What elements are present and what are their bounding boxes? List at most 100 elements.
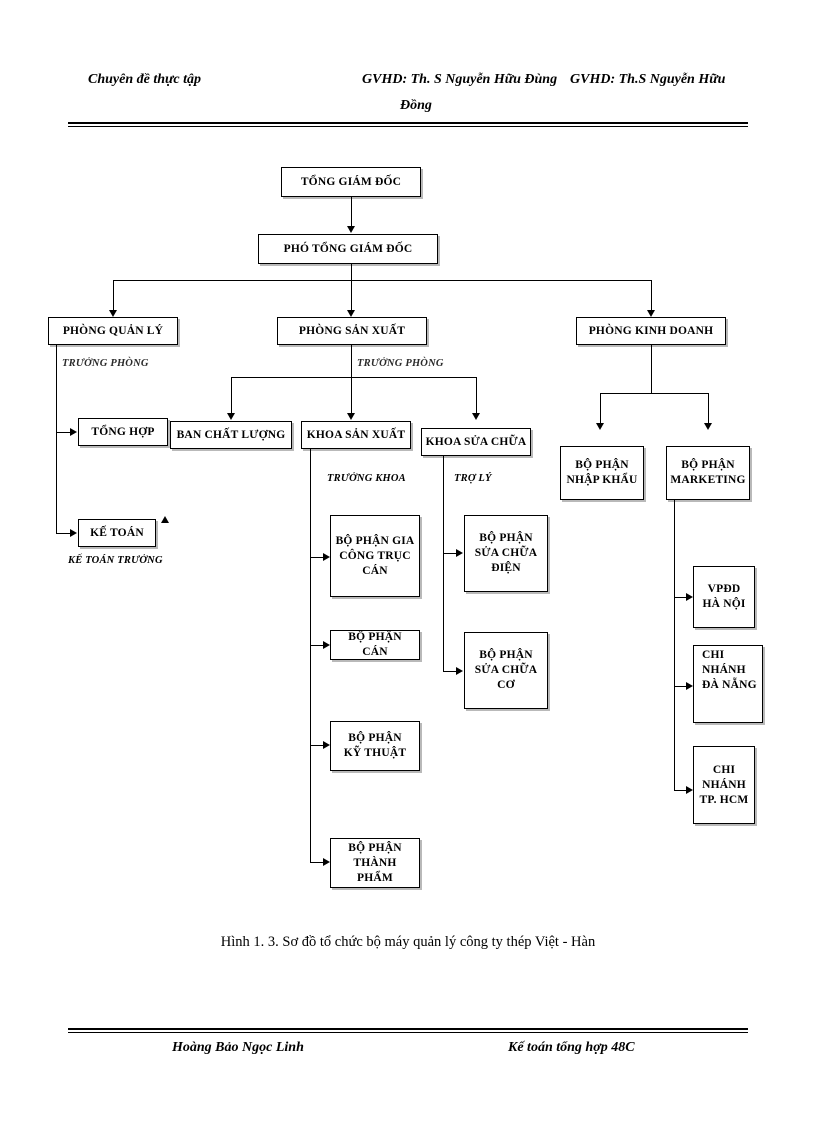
node-bo-phan-sua-chua-co: BỘ PHẬN SỬA CHỮA CƠ	[464, 632, 548, 709]
arrow-right-icon	[70, 529, 77, 537]
connector-to-vpdd-ha-noi	[674, 597, 687, 598]
footer-class-name: Kế toán tổng hợp 48C	[508, 1040, 635, 1055]
connector-khoa-sua-chua-spine	[443, 456, 444, 671]
node-tong-hop: TỔNG HỢP	[78, 418, 168, 446]
node-label: TỔNG HỢP	[91, 425, 155, 438]
node-bo-phan-sua-chua-dien: BỘ PHẬN SỬA CHỮA ĐIỆN	[464, 515, 548, 592]
connector-bus-to-mgmt	[113, 280, 114, 312]
connector-marketing-spine	[674, 500, 675, 790]
node-bo-phan-nhap-khau: BỘ PHẬN NHẬP KHẨU	[560, 446, 644, 500]
node-pho-tong-giam-doc: PHÓ TỔNG GIÁM ĐỐC	[258, 234, 438, 264]
node-label-line1: VPĐD	[707, 583, 741, 595]
arrow-down-icon	[109, 310, 117, 317]
arrow-right-icon	[456, 667, 463, 675]
node-label-line1: CHI	[712, 763, 736, 776]
node-label-line1: BỘ PHẬN	[681, 459, 735, 471]
node-phong-quan-ly: PHÒNG QUẢN LÝ	[48, 317, 178, 345]
header-middle-text: GVHD: Th. S Nguyễn Hữu Đùng	[362, 72, 558, 87]
figure-caption: Hình 1. 3. Sơ đồ tổ chức bộ máy quản lý …	[220, 934, 596, 950]
node-ke-toan: KẾ TOÁN	[78, 519, 156, 547]
node-label: BAN CHẤT LƯỢNG	[176, 428, 286, 441]
arrow-down-icon	[347, 310, 355, 317]
connector-prod-to-quality	[231, 377, 232, 415]
connector-mgmt-to-ke-toan	[56, 533, 71, 534]
connector-ceo-deputy	[351, 197, 352, 228]
connector-mgmt-to-tong-hop	[56, 432, 71, 433]
header-divider-rule	[68, 122, 748, 127]
role-label-ke-toan-truong: KẾ TOÁN TRƯỞNG	[68, 555, 163, 566]
node-label-line1: BỘ PHẬN	[479, 649, 533, 661]
node-label-line1: BỘ PHẬN	[479, 532, 533, 544]
node-ban-chat-luong: BAN CHẤT LƯỢNG	[170, 421, 292, 449]
connector-sales-to-nhap-khau	[600, 393, 601, 425]
arrow-down-icon	[227, 413, 235, 420]
node-vpdd-ha-noi: VPĐD HÀ NỘI	[693, 566, 755, 628]
node-label-line3: TP. HCM	[699, 793, 749, 806]
node-bo-phan-gia-cong-truc-can: BỘ PHẬN GIA CÔNG TRỤC CÁN	[330, 515, 420, 597]
node-label-line1: BỘ PHẬN GIA	[335, 534, 415, 547]
connector-to-thanh-pham	[310, 862, 324, 863]
node-label-line2: NHẬP KHẨU	[566, 474, 638, 486]
node-bo-phan-can: BỘ PHẬN CÁN	[330, 630, 420, 660]
node-khoa-san-xuat: KHOA SẢN XUẤT	[301, 421, 411, 449]
connector-to-gia-cong	[310, 557, 324, 558]
connector-bus-to-sales	[651, 280, 652, 312]
node-label-line2: THÀNH PHẨM	[353, 856, 397, 884]
node-label-line2: NHÁNH	[702, 778, 746, 791]
node-label-line2: NHÁNH	[702, 664, 746, 676]
connector-prod-to-khoa-sua-chua	[476, 377, 477, 415]
node-label-line1: BỘ PHẬN	[348, 841, 402, 854]
arrow-right-icon	[323, 741, 330, 749]
arrow-right-icon	[323, 553, 330, 561]
node-label-line2: SỬA CHỮA	[474, 547, 538, 559]
arrow-down-icon	[472, 413, 480, 420]
connector-sales-to-marketing	[708, 393, 709, 425]
connector-khoa-san-xuat-spine	[310, 449, 311, 862]
arrow-down-icon	[596, 423, 604, 430]
node-label-line3: CƠ	[497, 679, 515, 691]
connector-to-sua-chua-co	[443, 671, 457, 672]
node-bo-phan-thanh-pham: BỘ PHẬN THÀNH PHẨM	[330, 838, 420, 888]
node-phong-san-xuat: PHÒNG SẢN XUẤT	[277, 317, 427, 345]
node-phong-kinh-doanh: PHÒNG KINH DOANH	[576, 317, 726, 345]
node-label: PHÒNG SẢN XUẤT	[298, 324, 406, 337]
connector-prod-spine	[351, 345, 352, 377]
header-left-text: Chuyên đề thực tập	[88, 72, 202, 87]
node-label-line2: HÀ NỘI	[702, 598, 746, 610]
connector-deputy-bus	[351, 264, 352, 280]
node-chi-nhanh-da-nang: CHI NHÁNH ĐÀ NẴNG	[693, 645, 763, 723]
arrow-right-icon	[70, 428, 77, 436]
connector-bus-level3	[113, 280, 651, 281]
node-label-line2: CÔNG TRỤC	[339, 549, 411, 562]
node-label: TỔNG GIÁM ĐỐC	[300, 175, 402, 188]
node-label-line3: ĐÀ NẴNG	[702, 679, 757, 691]
arrow-down-icon	[647, 310, 655, 317]
node-label-line2: KỸ THUẬT	[343, 747, 407, 759]
node-label: KHOA SỬA CHỮA	[425, 435, 527, 448]
node-label: PHÓ TỔNG GIÁM ĐỐC	[283, 242, 413, 255]
connector-to-sua-chua-dien	[443, 553, 457, 554]
connector-prod-bus	[231, 377, 476, 378]
node-chi-nhanh-tp-hcm: CHI NHÁNH TP. HCM	[693, 746, 755, 824]
footer-divider-rule	[68, 1028, 748, 1033]
header-right-text: GVHD: Th.S Nguyễn Hữu	[570, 72, 726, 87]
connector-to-chi-nhanh-da-nang	[674, 686, 687, 687]
connector-to-bo-phan-can	[310, 645, 324, 646]
arrow-right-icon	[686, 593, 693, 601]
node-khoa-sua-chua: KHOA SỬA CHỮA	[421, 428, 531, 456]
arrow-right-icon	[323, 858, 330, 866]
node-label-line2: SỬA CHỮA	[474, 664, 538, 676]
node-label-line1: BỘ PHẬN	[348, 732, 402, 744]
node-bo-phan-marketing: BỘ PHẬN MARKETING	[666, 446, 750, 500]
arrow-up-icon	[161, 516, 169, 523]
header-middle-wrap: Đồng	[400, 98, 432, 113]
node-label: KẾ TOÁN	[90, 526, 144, 539]
arrow-down-icon	[347, 226, 355, 233]
node-label: BỘ PHẬN CÁN	[348, 631, 402, 658]
connector-to-ky-thuat	[310, 745, 324, 746]
role-label-tro-ly: TRỢ LÝ	[454, 473, 492, 484]
connector-sales-bus	[600, 393, 708, 394]
node-label-line3: ĐIỆN	[491, 562, 521, 574]
node-label: KHOA SẢN XUẤT	[306, 428, 406, 441]
